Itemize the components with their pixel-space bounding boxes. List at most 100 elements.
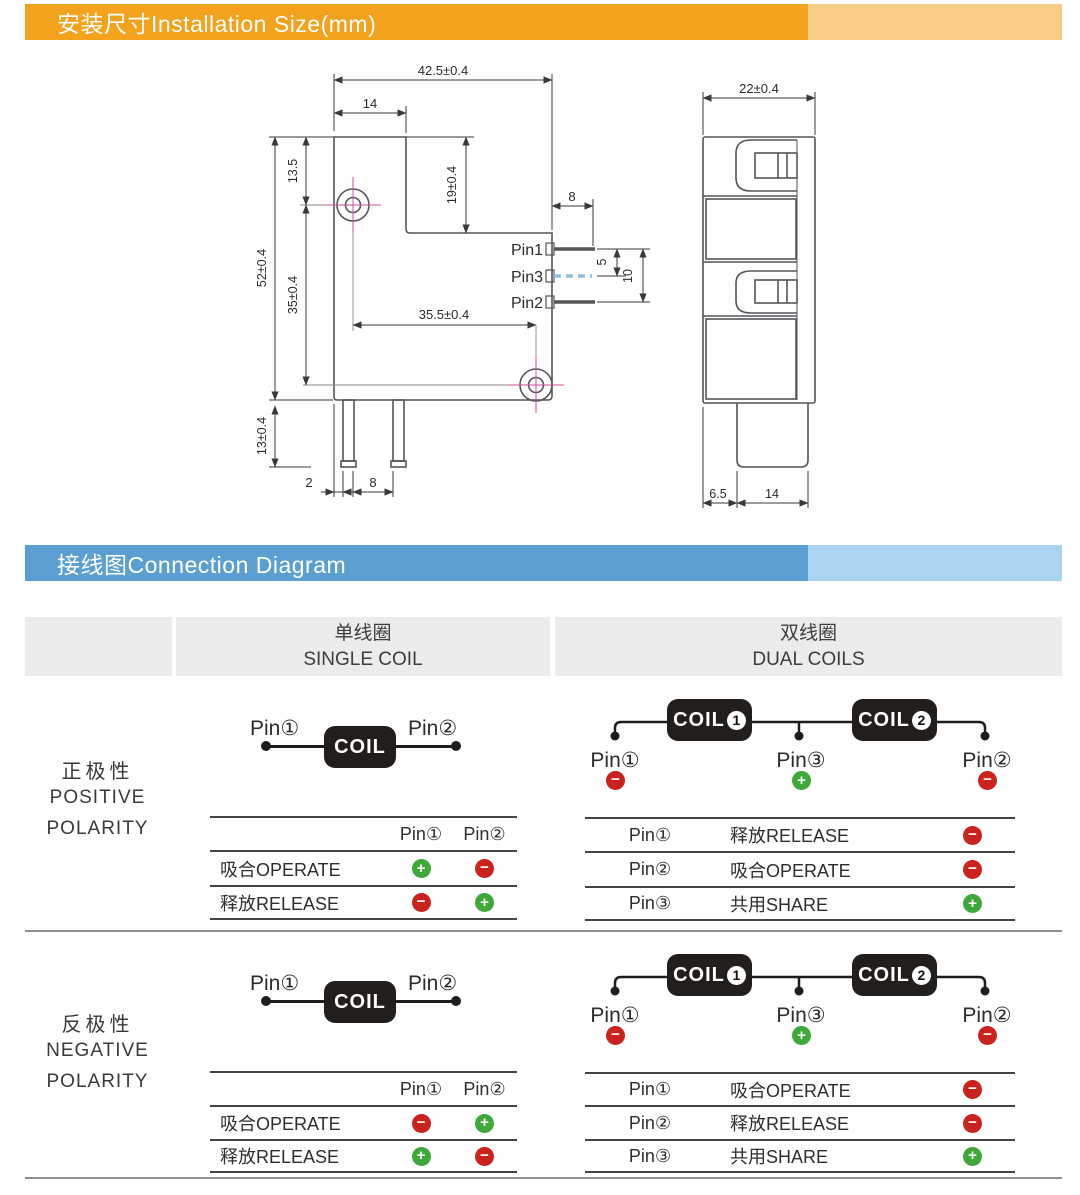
coil-badge: COIL	[324, 726, 396, 768]
dim-terminal-gap: 8	[369, 475, 376, 490]
front-view-dimensions	[269, 74, 650, 497]
single-pin2-label: Pin②	[408, 972, 458, 995]
polarity-sign-icon	[963, 860, 982, 879]
section-divider	[25, 930, 1062, 932]
polarity-sign-icon	[963, 825, 982, 845]
polarity-sign-icon	[475, 1146, 494, 1166]
header-corner-cell	[25, 617, 172, 676]
dual-pin2-label: Pin②	[962, 1004, 1012, 1027]
table-header-row: Pin① Pin②	[210, 1073, 517, 1107]
positive-polarity-label-en1: POSITIVE	[49, 787, 146, 808]
single-coil-table-positive: Pin① Pin② 吸合OPERATE 释放RELEASE	[210, 816, 517, 920]
pin-cell: Pin②	[628, 859, 672, 879]
dual-pin2-sign-icon	[978, 771, 997, 790]
pin-cell: Pin③	[628, 1145, 672, 1166]
dual-pin2-sign-icon	[978, 1026, 997, 1045]
coil1-badge-text: COIL	[673, 963, 725, 986]
dim-pin-length: 8	[568, 189, 575, 204]
dim-step-height: 19±0.4	[445, 166, 459, 204]
action-label: 吸合OPERATE	[730, 1080, 851, 1101]
dim-pin-gap-large: 10	[621, 269, 635, 283]
wire-node-right	[451, 996, 461, 1006]
coil2-number: 2	[911, 965, 931, 985]
coil1-badge-text: COIL	[673, 708, 725, 731]
positive-polarity-label-zh: 正极性	[61, 761, 134, 783]
polarity-sign-icon	[411, 1146, 431, 1166]
front-view	[333, 136, 595, 468]
wire-node-left	[261, 996, 271, 1006]
dim-side-overall-width: 22±0.4	[739, 81, 779, 96]
pin1-column-header: Pin①	[399, 823, 443, 844]
dim-overall-width: 42.5±0.4	[418, 63, 469, 78]
connection-banner-tail	[808, 545, 1062, 581]
wire-node-left	[261, 741, 271, 751]
table-row: Pin② 吸合OPERATE	[585, 853, 1015, 888]
table-row: 释放RELEASE	[210, 887, 517, 920]
dual-coil-wiring	[610, 720, 990, 741]
dim-hole-vertical-pitch: 35±0.4	[286, 276, 300, 314]
coil2-badge: COIL 2	[852, 699, 937, 741]
polarity-sign-icon	[963, 1080, 982, 1099]
coil2-number: 2	[911, 710, 931, 730]
dim-base-offset: 6.5	[709, 487, 726, 501]
action-label: 吸合OPERATE	[220, 1114, 341, 1134]
coil-badge-text: COIL	[334, 735, 386, 758]
table-row: Pin③ 共用SHARE	[585, 1141, 1015, 1173]
polarity-sign-icon	[475, 893, 494, 912]
dual-pin1-sign-icon	[606, 771, 625, 790]
connection-diagram-title: 接线图Connection Diagram	[57, 552, 347, 578]
negative-polarity-label-en1: NEGATIVE	[46, 1040, 149, 1061]
table-header-row: Pin① Pin②	[210, 818, 517, 852]
installation-drawing: 42.5±0.4 14 13.5 19±0.4 52±0.4 35±0.4 35…	[255, 63, 816, 508]
pin3-label: Pin3	[511, 269, 543, 286]
dim-terminal-width: 2	[305, 475, 312, 490]
action-label: 释放RELEASE	[730, 826, 850, 846]
pin-cell: Pin③	[628, 893, 672, 913]
coil1-badge: COIL 1	[667, 954, 752, 996]
single-pin1-label: Pin①	[250, 972, 300, 995]
action-label: 释放RELEASE	[220, 893, 340, 914]
action-label: 释放RELEASE	[220, 1147, 340, 1167]
action-label: 吸合OPERATE	[730, 860, 851, 881]
polarity-sign-icon	[963, 894, 982, 913]
single-coil-en: SINGLE COIL	[303, 648, 423, 670]
pin-cell: Pin①	[628, 1079, 672, 1099]
action-label: 共用SHARE	[730, 894, 829, 915]
table-row: Pin① 吸合OPERATE	[585, 1074, 1015, 1107]
dim-hole-horizontal-pitch: 35.5±0.4	[419, 307, 470, 322]
extension-lines	[300, 204, 537, 386]
pin-cell: Pin②	[628, 1112, 672, 1133]
bottom-divider	[25, 1177, 1062, 1179]
pin1-label: Pin1	[511, 242, 543, 259]
side-view-dimensions	[702, 92, 816, 508]
negative-polarity-label-zh: 反极性	[61, 1014, 134, 1036]
installation-size-title: 安装尺寸Installation Size(mm)	[57, 11, 377, 37]
installation-size-banner: 安装尺寸Installation Size(mm)	[25, 4, 808, 40]
coil2-badge-text: COIL	[858, 963, 910, 986]
polarity-sign-icon	[963, 1113, 982, 1133]
pin2-label: Pin2	[511, 295, 543, 312]
dual-pin2-label: Pin②	[962, 749, 1012, 772]
dual-pin3-sign-icon	[792, 1026, 811, 1045]
coil2-badge-text: COIL	[858, 708, 910, 731]
dual-pin3-sign-icon	[792, 771, 811, 790]
table-row: Pin② 释放RELEASE	[585, 1107, 1015, 1141]
coil-badge: COIL	[324, 981, 396, 1023]
single-pin1-label: Pin①	[250, 717, 300, 740]
dim-overall-height: 52±0.4	[255, 249, 269, 287]
single-coil-zh: 单线圈	[334, 622, 392, 644]
side-view	[702, 136, 816, 468]
dim-terminal-length: 13±0.4	[255, 417, 269, 455]
coil-badge-text: COIL	[334, 990, 386, 1013]
action-label: 共用SHARE	[730, 1147, 829, 1167]
pin2-column-header: Pin②	[463, 823, 506, 844]
dim-hole-top-offset: 13.5	[286, 159, 300, 183]
positive-polarity-label-en2: POLARITY	[46, 818, 149, 839]
dual-pin3-label: Pin③	[776, 1004, 826, 1027]
polarity-sign-icon	[411, 1113, 431, 1133]
table-row: Pin① 释放RELEASE	[585, 819, 1015, 853]
action-label: 吸合OPERATE	[220, 859, 341, 880]
dim-pin-gap-small: 5	[595, 258, 609, 265]
polarity-sign-icon	[411, 859, 431, 878]
